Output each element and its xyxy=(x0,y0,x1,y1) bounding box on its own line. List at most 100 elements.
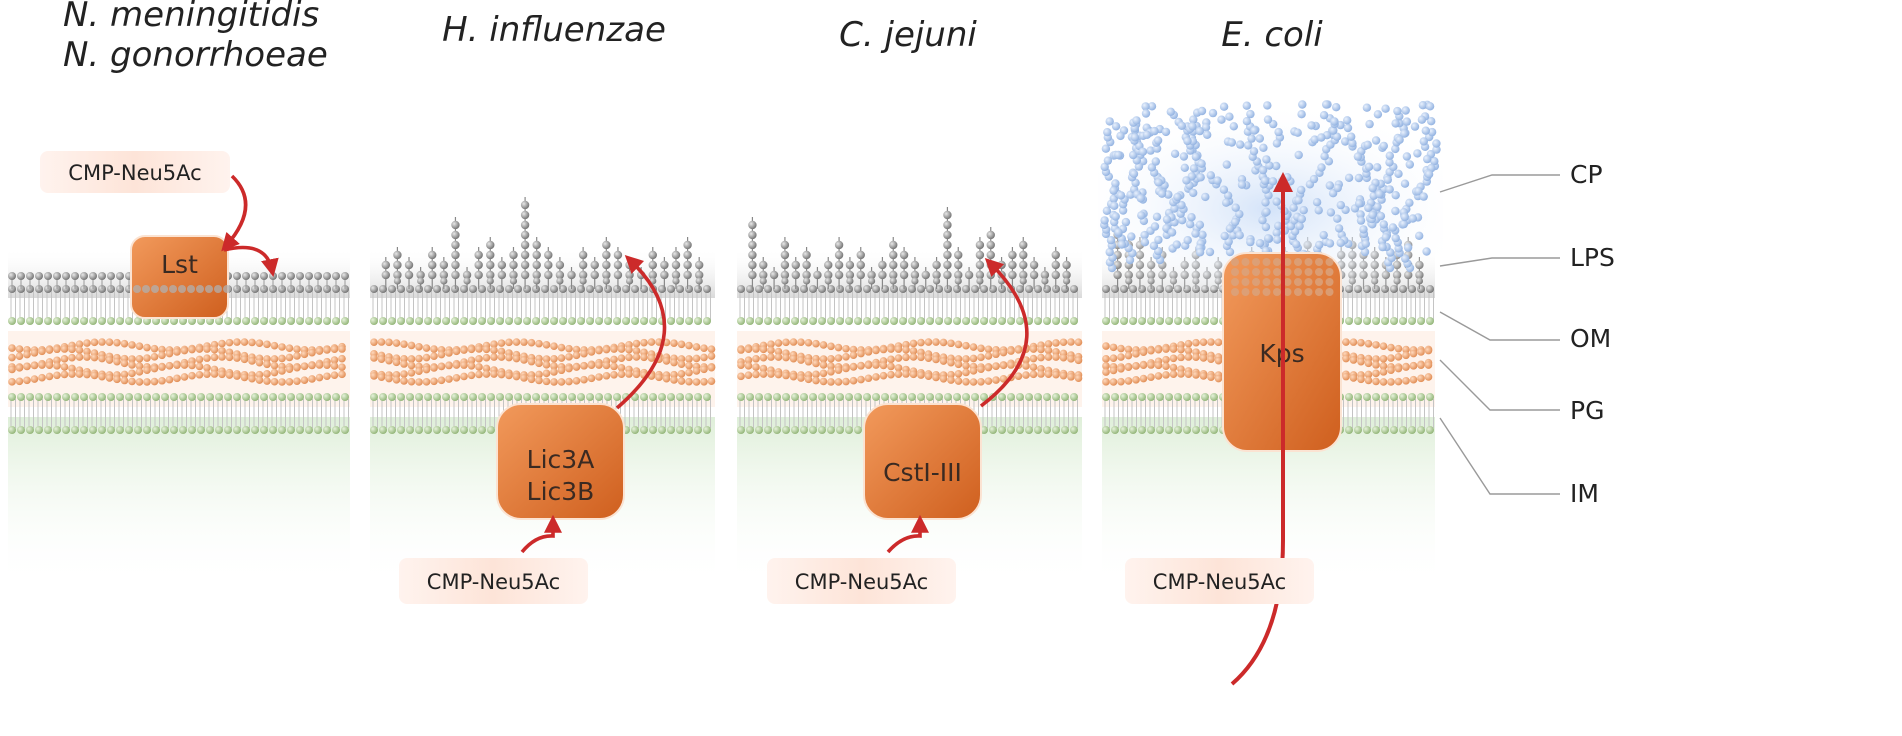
pg-bead xyxy=(789,372,798,381)
lps-lipid-bead xyxy=(196,285,204,293)
lps-sugar-bead xyxy=(1325,268,1334,276)
pg-bead xyxy=(203,354,211,362)
lps-lipid-bead xyxy=(523,285,531,293)
lps-sugar-bead xyxy=(497,270,507,280)
lps-sugar-bead xyxy=(1315,268,1323,276)
pg-bead xyxy=(1037,353,1045,362)
lps-sugar-bead xyxy=(943,230,952,240)
capsule-bead xyxy=(1423,154,1432,164)
im-inner-bead xyxy=(1363,426,1371,434)
lps-sugar-bead xyxy=(975,250,985,260)
pg-bead xyxy=(767,370,775,378)
im-outer-bead xyxy=(764,393,772,401)
lps-sugar-bead xyxy=(486,270,495,280)
pg-bead xyxy=(315,373,324,382)
capsule-bead xyxy=(1208,108,1218,118)
im-outer-bead xyxy=(595,393,603,401)
im-outer-bead xyxy=(1201,393,1209,401)
pg-bead xyxy=(15,345,24,353)
capsule-bead xyxy=(1341,137,1350,146)
pg-bead xyxy=(692,367,701,375)
om-inner-bead xyxy=(1138,317,1146,325)
im-outer-bead xyxy=(917,393,925,401)
om-inner-bead xyxy=(287,317,295,325)
pg-bead xyxy=(1162,345,1170,353)
capsule-bead xyxy=(1201,123,1211,132)
pg-bead xyxy=(737,346,745,354)
pg-bead xyxy=(218,347,226,355)
lps-sugar-bead xyxy=(451,230,460,240)
pg-bead xyxy=(422,378,431,386)
pg-bead xyxy=(977,365,985,373)
pg-bead xyxy=(90,371,99,380)
om-inner-bead xyxy=(586,317,594,325)
pg-bead xyxy=(482,364,491,373)
lps-sugar-bead xyxy=(1262,288,1271,296)
im-inner-bead xyxy=(397,426,405,434)
lps-sugar-bead xyxy=(613,260,623,270)
lps-sugar-bead xyxy=(780,260,790,270)
pg-bead xyxy=(1037,364,1045,373)
capsule-bead xyxy=(1273,235,1282,244)
im-outer-bead xyxy=(809,393,817,401)
pg-bead xyxy=(572,363,581,371)
lps-sugar-bead xyxy=(71,272,79,280)
pg-bead xyxy=(53,371,61,380)
pg-bead xyxy=(744,362,753,370)
lps-lipid-bead xyxy=(818,285,826,293)
om-inner-bead xyxy=(415,317,423,325)
pg-bead xyxy=(120,359,129,368)
substrate-box-bg xyxy=(399,558,588,604)
layer-label: PG xyxy=(1570,396,1604,425)
im-outer-bead xyxy=(1111,393,1119,401)
capsule-bead xyxy=(1255,239,1265,248)
lps-lipid-bead xyxy=(845,285,853,293)
pg-bead xyxy=(1184,346,1193,355)
lps-sugar-bead xyxy=(440,277,448,285)
pg-bead xyxy=(158,351,166,360)
pg-bead xyxy=(677,355,686,363)
capsule-bead xyxy=(1427,127,1437,137)
im-inner-bead xyxy=(773,426,781,434)
lps-sugar-bead xyxy=(520,250,530,260)
om-inner-bead xyxy=(523,317,531,325)
lps-sugar-bead xyxy=(1019,270,1028,280)
capsule-bead xyxy=(1191,152,1201,161)
lps-sugar-bead xyxy=(416,270,425,280)
im-inner-bead xyxy=(8,426,16,434)
om-inner-bead xyxy=(89,317,97,325)
pg-bead xyxy=(1364,370,1373,379)
capsule-bead xyxy=(1373,163,1382,172)
capsule-bead xyxy=(1329,126,1338,135)
capsule-bead xyxy=(1106,236,1116,245)
pg-bead xyxy=(490,346,498,354)
lps-sugar-bead xyxy=(1231,258,1239,266)
pg-bead xyxy=(293,352,301,360)
pg-bead xyxy=(143,378,151,386)
im-outer-bead xyxy=(908,393,916,401)
capsule-bead xyxy=(1132,116,1141,125)
substrate-label: CMP-Neu5Ac xyxy=(1153,570,1286,594)
lps-sugar-bead xyxy=(748,270,757,280)
pg-bead xyxy=(954,340,963,349)
im-inner-bead xyxy=(406,426,414,434)
pg-bead xyxy=(415,354,423,363)
pg-bead xyxy=(917,338,925,347)
pg-bead xyxy=(902,345,910,354)
pg-bead xyxy=(1387,378,1395,386)
lps-sugar-bead xyxy=(1252,258,1260,266)
im-inner-bead xyxy=(640,426,648,434)
pg-bead xyxy=(1154,345,1163,354)
capsule-bead xyxy=(1225,112,1234,121)
pg-bead xyxy=(38,347,46,356)
lps-sugar-bead xyxy=(1262,258,1271,266)
pg-bead xyxy=(150,364,159,373)
om-inner-bead xyxy=(1034,317,1042,325)
pg-bead xyxy=(338,370,346,379)
capsule-bead xyxy=(1197,106,1207,116)
lps-sugar-bead xyxy=(497,260,507,270)
pg-bead xyxy=(338,363,346,371)
im-outer-bead xyxy=(314,393,322,401)
pg-bead xyxy=(587,348,596,356)
im-outer-bead xyxy=(1138,393,1146,401)
